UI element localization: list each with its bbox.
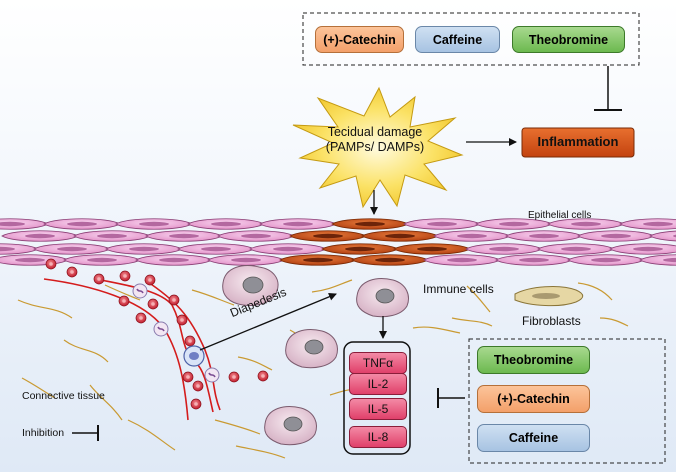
red-blood-cell-center xyxy=(148,278,152,282)
red-blood-cell-center xyxy=(261,374,265,378)
cytokine-il2: IL-2 xyxy=(349,373,407,395)
epithelial-cells-label: Epithelial cells xyxy=(528,210,592,221)
cell-nucleus xyxy=(303,257,333,263)
damage-label-line2: (PAMPs/ DAMPs) xyxy=(325,140,425,154)
cell-nucleus xyxy=(663,257,676,263)
inflammation-label: Inflammation xyxy=(537,134,619,149)
immune-cells-label: Immune cells xyxy=(423,282,494,296)
cell-nucleus xyxy=(375,257,405,263)
cell-nucleus xyxy=(0,246,15,252)
cell-nucleus xyxy=(241,233,271,239)
cell-nucleus xyxy=(345,246,375,252)
red-blood-cells xyxy=(45,258,269,410)
red-blood-cell-center xyxy=(196,384,200,388)
red-blood-cell-center xyxy=(172,298,176,302)
inhibition-label: Inhibition xyxy=(22,427,65,439)
cell-nucleus xyxy=(57,246,87,252)
cell-nucleus xyxy=(97,233,127,239)
cell-nucleus xyxy=(447,257,477,263)
epithelial-cell xyxy=(639,254,676,266)
damage-label: Tecidual damage (PAMPs/ DAMPs) xyxy=(310,125,440,155)
cell-nucleus xyxy=(159,257,189,263)
cytokine-il5: IL-5 xyxy=(349,398,407,420)
cell-nucleus xyxy=(273,246,303,252)
red-blood-cell-center xyxy=(151,302,155,306)
top-compound-box xyxy=(302,12,640,66)
cell-nucleus xyxy=(529,233,559,239)
cell-nucleus xyxy=(313,233,343,239)
red-blood-cell-center xyxy=(139,316,143,320)
cell-nucleus xyxy=(673,234,676,238)
bottom-compound-theobromine: Theobromine xyxy=(477,346,590,374)
cell-nucleus xyxy=(571,221,601,227)
cell-nucleus xyxy=(355,221,385,227)
cell-nucleus xyxy=(283,221,313,227)
cell-nucleus xyxy=(385,233,415,239)
red-blood-cell-center xyxy=(188,339,192,343)
bottom-compound-catechin: (+)-Catechin xyxy=(477,385,590,413)
cell-nucleus xyxy=(417,246,447,252)
red-blood-cell-center xyxy=(97,277,101,281)
bottom-compound-box xyxy=(468,338,666,464)
cell-nucleus xyxy=(129,246,159,252)
leukocytes xyxy=(132,283,220,383)
tissue-damage-starburst xyxy=(292,86,464,209)
cell-nucleus xyxy=(633,246,663,252)
cell-nucleus xyxy=(211,221,241,227)
connective-tissue-label: Connective tissue xyxy=(22,390,105,402)
cell-nucleus xyxy=(489,246,519,252)
red-blood-cell-center xyxy=(122,299,126,303)
inhibition-connector-bottom xyxy=(437,388,465,408)
cytokine-tnfa: TNFα xyxy=(349,352,407,374)
top-compound-caffeine: Caffeine xyxy=(415,26,500,53)
red-blood-cell-center xyxy=(194,402,198,406)
cell-nucleus xyxy=(427,221,457,227)
cell-nucleus xyxy=(169,233,199,239)
cell-nucleus xyxy=(201,246,231,252)
epithelial-cell xyxy=(649,230,676,242)
cytokine-il8: IL-8 xyxy=(349,426,407,448)
cell-nucleus xyxy=(67,221,97,227)
cell-nucleus xyxy=(519,257,549,263)
red-blood-cell-center xyxy=(180,318,184,322)
cell-nucleus xyxy=(87,257,117,263)
cell-nucleus xyxy=(499,221,529,227)
cell-nucleus xyxy=(231,257,261,263)
cell-nucleus xyxy=(601,233,631,239)
cell-nucleus xyxy=(15,257,45,263)
damage-label-line1: Tecidual damage xyxy=(327,125,423,139)
inhibition-connector-top xyxy=(594,66,622,111)
diapedesis-arrow xyxy=(199,292,337,351)
cell-nucleus xyxy=(25,233,55,239)
top-compound-theobromine: Theobromine xyxy=(512,26,625,53)
cell-nucleus xyxy=(0,221,25,227)
immune-cells xyxy=(222,265,409,446)
top-compound-catechin: (+)-Catechin xyxy=(315,26,404,53)
cell-nucleus xyxy=(457,233,487,239)
fibroblasts-label: Fibroblasts xyxy=(522,314,581,328)
fibroblast xyxy=(514,286,584,307)
red-blood-cell-center xyxy=(232,375,236,379)
red-blood-cell-center xyxy=(70,270,74,274)
red-blood-cell-center xyxy=(49,262,53,266)
cell-nucleus xyxy=(591,257,621,263)
cytokine-box xyxy=(343,341,411,455)
red-blood-cell-center xyxy=(186,375,190,379)
bottom-compound-caffeine: Caffeine xyxy=(477,424,590,452)
cell-nucleus xyxy=(139,221,169,227)
inflammation-box xyxy=(521,127,635,158)
epithelial-layer xyxy=(0,218,676,266)
cell-nucleus xyxy=(561,246,591,252)
cell-nucleus xyxy=(643,221,673,227)
inhibition-legend-symbol xyxy=(72,425,99,441)
red-blood-cell-center xyxy=(123,274,127,278)
